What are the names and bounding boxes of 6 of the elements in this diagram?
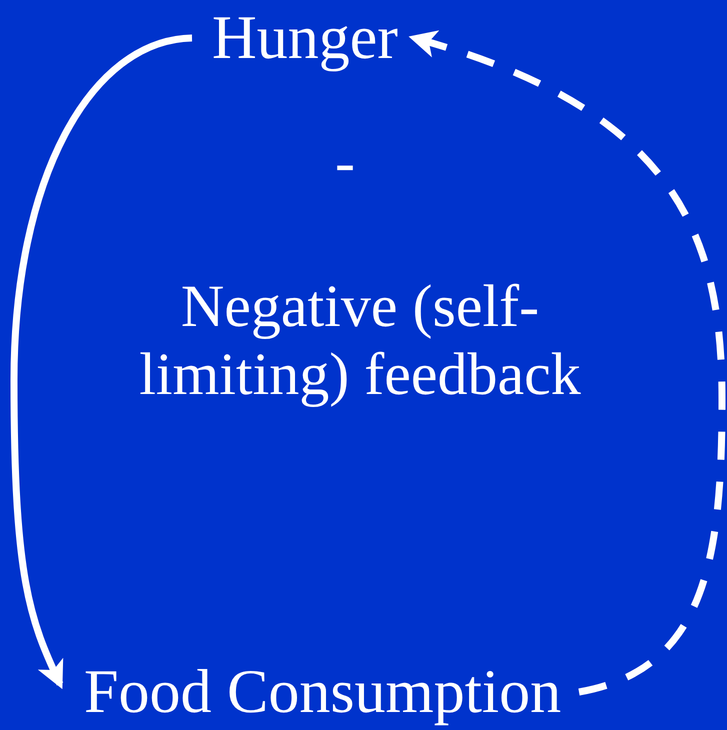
caption-text: Negative (self-limiting) feedback [138,272,582,408]
node-label: Hunger [212,2,398,74]
node-label: Food Consumption [84,656,562,728]
sign-label: - [334,128,356,196]
arrow [10,34,192,690]
arrow [408,31,726,696]
